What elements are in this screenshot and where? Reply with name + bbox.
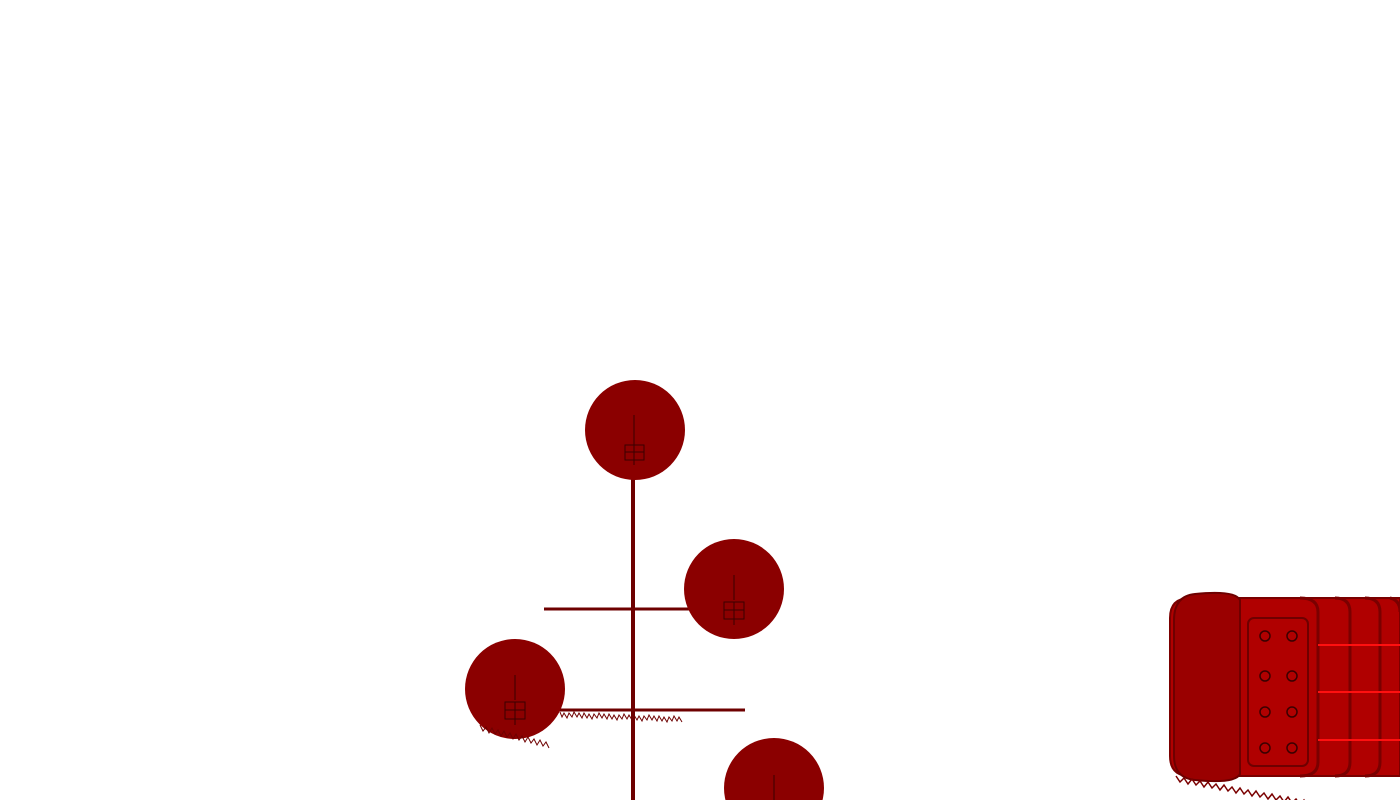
ornament-top xyxy=(585,380,685,480)
ornament-bottom xyxy=(724,738,824,800)
ornament-right xyxy=(684,539,784,639)
red-cylinder-object xyxy=(1169,591,1400,800)
branch-lower xyxy=(525,708,745,724)
ornament-left xyxy=(465,639,565,749)
